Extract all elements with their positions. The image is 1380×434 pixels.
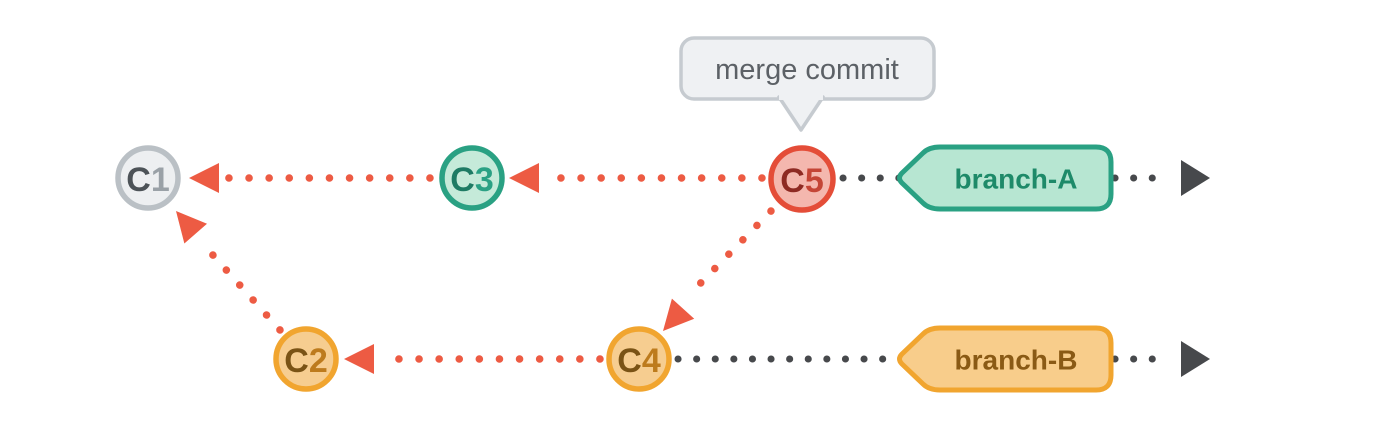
- commit-c4-num: 4: [642, 342, 661, 380]
- parent-edge-arrowheads: [176, 163, 695, 374]
- branch-b-badge-shape: [897, 325, 1114, 393]
- commit-c5-circle: [768, 145, 836, 213]
- commit-c4-circle: [606, 326, 672, 392]
- commit-c5-num: 5: [805, 162, 824, 200]
- commit-c5-label: C5: [780, 162, 823, 200]
- commit-c2-prefix: C: [284, 342, 309, 380]
- edge-c5-to-c4: [685, 207, 775, 299]
- commit-c1-label: C1: [126, 161, 169, 199]
- branch-a-badge: branch-A: [897, 144, 1114, 212]
- branch-a-badge-shape: [897, 144, 1114, 212]
- timeline-arrow-branch-b: [1181, 341, 1210, 377]
- timeline-arrow-branch-a: [1181, 160, 1210, 196]
- merge-commit-callout-tail: [777, 95, 825, 132]
- commit-c2-num: 2: [309, 342, 328, 380]
- commit-c4-prefix: C: [617, 342, 642, 380]
- branch-b-label: branch-B: [955, 345, 1078, 376]
- commit-c3-prefix: C: [450, 161, 475, 199]
- commit-node-c1: C1: [115, 145, 181, 211]
- branch-b-badge: branch-B: [897, 325, 1114, 393]
- commit-c1-circle: [115, 145, 181, 211]
- commit-c4-label: C4: [617, 342, 661, 380]
- arrowhead-into-c2: [344, 344, 374, 374]
- commit-node-c5: C5: [768, 145, 836, 213]
- parent-edges: [199, 174, 775, 363]
- commit-c3-circle: [439, 145, 505, 211]
- branch-a-label: branch-A: [955, 164, 1078, 195]
- timeline-dots: [674, 174, 1174, 363]
- commit-node-c4: C4: [606, 326, 672, 392]
- arrowhead-into-c1: [189, 163, 219, 193]
- commit-node-c2: C2: [273, 326, 339, 392]
- edge-c2-to-c1: [199, 240, 284, 334]
- commit-c3-label: C3: [450, 161, 493, 199]
- commit-c2-circle: [273, 326, 339, 392]
- commit-c1-prefix: C: [126, 161, 151, 199]
- arrowhead-into-c3: [509, 163, 539, 193]
- commit-c5-prefix: C: [780, 162, 805, 200]
- arrowhead-into-c1-diagonal: [176, 211, 208, 244]
- merge-commit-callout: merge commit: [679, 36, 936, 132]
- commit-c3-num: 3: [475, 161, 494, 199]
- timeline-arrowheads: [1181, 160, 1210, 377]
- commit-c1-num: 1: [151, 161, 170, 199]
- merge-commit-callout-text: merge commit: [715, 54, 899, 86]
- merge-commit-callout-tail-join: [779, 92, 823, 100]
- arrowhead-into-c4: [663, 298, 695, 331]
- commit-c2-label: C2: [284, 342, 327, 380]
- commit-node-c3: C3: [439, 145, 505, 211]
